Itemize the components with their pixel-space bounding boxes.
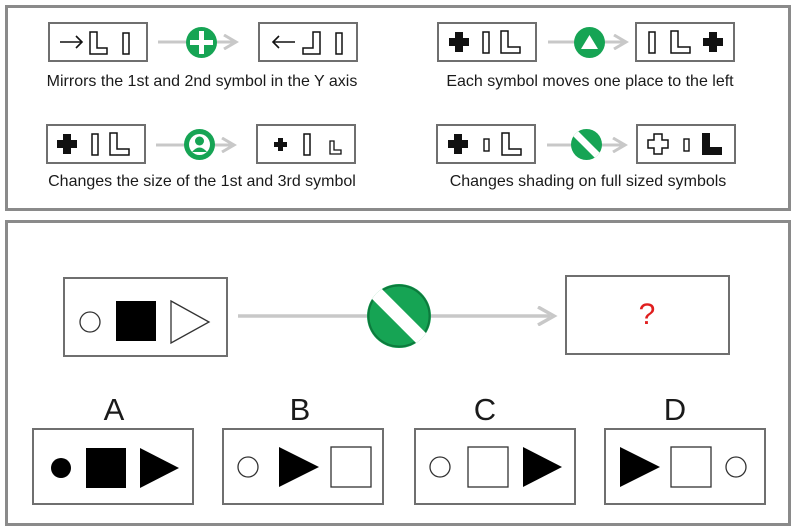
cross-filled-symbol bbox=[449, 32, 469, 52]
arrow-right-symbol bbox=[60, 35, 84, 49]
green-cross-circle-icon bbox=[186, 27, 217, 58]
rule-move-left-input-box bbox=[437, 22, 537, 62]
question-operator-diagonal-stripe-circle-icon bbox=[367, 284, 431, 348]
option-c-letter: C bbox=[473, 392, 497, 427]
green-triangle-circle-icon bbox=[574, 27, 605, 58]
question-mark: ? bbox=[638, 298, 656, 331]
option-b-letter: B bbox=[289, 392, 311, 427]
rule-move-left-output-symbols bbox=[648, 30, 723, 54]
cross-outline-symbol bbox=[647, 133, 669, 155]
green-person-circle-icon bbox=[184, 129, 215, 160]
triangle-filled-symbol bbox=[279, 447, 319, 487]
rule-resize-caption: Changes the size of the 1st and 3rd symb… bbox=[48, 173, 356, 190]
question-input-symbols bbox=[79, 299, 211, 345]
bar-small-outline-symbol bbox=[483, 138, 490, 152]
rule-mirror-caption: Mirrors the 1st and 2nd symbol in the Y … bbox=[46, 73, 358, 90]
option-b-box[interactable] bbox=[222, 428, 384, 505]
arrow-left-symbol bbox=[271, 35, 295, 49]
square-filled-symbol bbox=[86, 448, 126, 488]
rule-move-left-output-box bbox=[635, 22, 735, 62]
rule-mirror-output-symbols bbox=[271, 31, 343, 55]
l-shape-filled-symbol bbox=[702, 133, 722, 155]
rule-mirror-output-box bbox=[258, 22, 358, 62]
triangle-filled-symbol bbox=[523, 447, 562, 487]
cross-filled-symbol bbox=[703, 32, 723, 52]
triangle-filled-symbol bbox=[620, 447, 660, 487]
option-c-symbols bbox=[429, 446, 562, 488]
l-shape-outline-symbol bbox=[670, 30, 691, 54]
square-outline-symbol bbox=[670, 446, 712, 488]
triangle-outline-symbol bbox=[170, 299, 211, 345]
option-c-box[interactable] bbox=[414, 428, 576, 505]
l-shape-outline-symbol bbox=[109, 132, 130, 156]
option-d-box[interactable] bbox=[604, 428, 766, 505]
square-outline-symbol bbox=[467, 446, 509, 488]
rule-mirror-input-box bbox=[48, 22, 148, 62]
rule-move-left-caption: Each symbol moves one place to the left bbox=[446, 73, 734, 90]
circle-outline-symbol bbox=[237, 456, 259, 478]
cross-filled-symbol bbox=[57, 134, 77, 154]
option-d-letter: D bbox=[663, 392, 687, 427]
rule-resize-input-box bbox=[46, 124, 146, 164]
option-b-symbols bbox=[237, 446, 372, 488]
l-shape-outline-symbol bbox=[89, 31, 108, 55]
rule-resize-output-box bbox=[256, 124, 356, 164]
rule-shading-output-symbols bbox=[647, 133, 722, 155]
rule-move-left-input-symbols bbox=[449, 30, 521, 54]
bar-small-outline-symbol bbox=[683, 138, 690, 152]
rule-resize-output-symbols bbox=[274, 133, 342, 156]
l-shape-small-outline-symbol bbox=[329, 140, 342, 155]
l-shape-outline-symbol bbox=[501, 132, 522, 156]
circle-filled-symbol bbox=[51, 458, 71, 478]
question-result-box bbox=[565, 275, 730, 355]
green-diagonal-stripe-circle-icon bbox=[571, 129, 602, 160]
option-a-box[interactable] bbox=[32, 428, 194, 505]
bar-outline-symbol bbox=[303, 133, 311, 156]
rule-resize-input-symbols bbox=[57, 132, 130, 156]
rule-mirror-input-symbols bbox=[60, 31, 130, 55]
rule-shading-input-box bbox=[436, 124, 536, 164]
square-filled-symbol bbox=[116, 301, 156, 341]
cross-filled-symbol bbox=[448, 134, 468, 154]
option-a-symbols bbox=[51, 448, 179, 488]
question-input-box bbox=[63, 277, 228, 357]
bar-outline-symbol bbox=[335, 32, 343, 55]
l-shape-mirrored-outline-symbol bbox=[302, 31, 321, 55]
bar-outline-symbol bbox=[91, 133, 99, 156]
circle-outline-symbol bbox=[725, 456, 747, 478]
circle-outline-symbol bbox=[429, 456, 451, 478]
cross-small-filled-symbol bbox=[274, 138, 287, 151]
rule-shading-input-symbols bbox=[448, 132, 522, 156]
bar-outline-symbol bbox=[648, 31, 656, 54]
l-shape-outline-symbol bbox=[500, 30, 521, 54]
triangle-filled-symbol bbox=[140, 448, 179, 488]
bar-outline-symbol bbox=[122, 32, 130, 55]
option-d-symbols bbox=[620, 446, 747, 488]
rule-shading-output-box bbox=[636, 124, 736, 164]
square-outline-symbol bbox=[330, 446, 372, 488]
circle-outline-symbol bbox=[79, 311, 101, 333]
option-a-letter: A bbox=[103, 392, 125, 427]
bar-outline-symbol bbox=[482, 31, 490, 54]
rule-shading-caption: Changes shading on full sized symbols bbox=[449, 173, 727, 190]
